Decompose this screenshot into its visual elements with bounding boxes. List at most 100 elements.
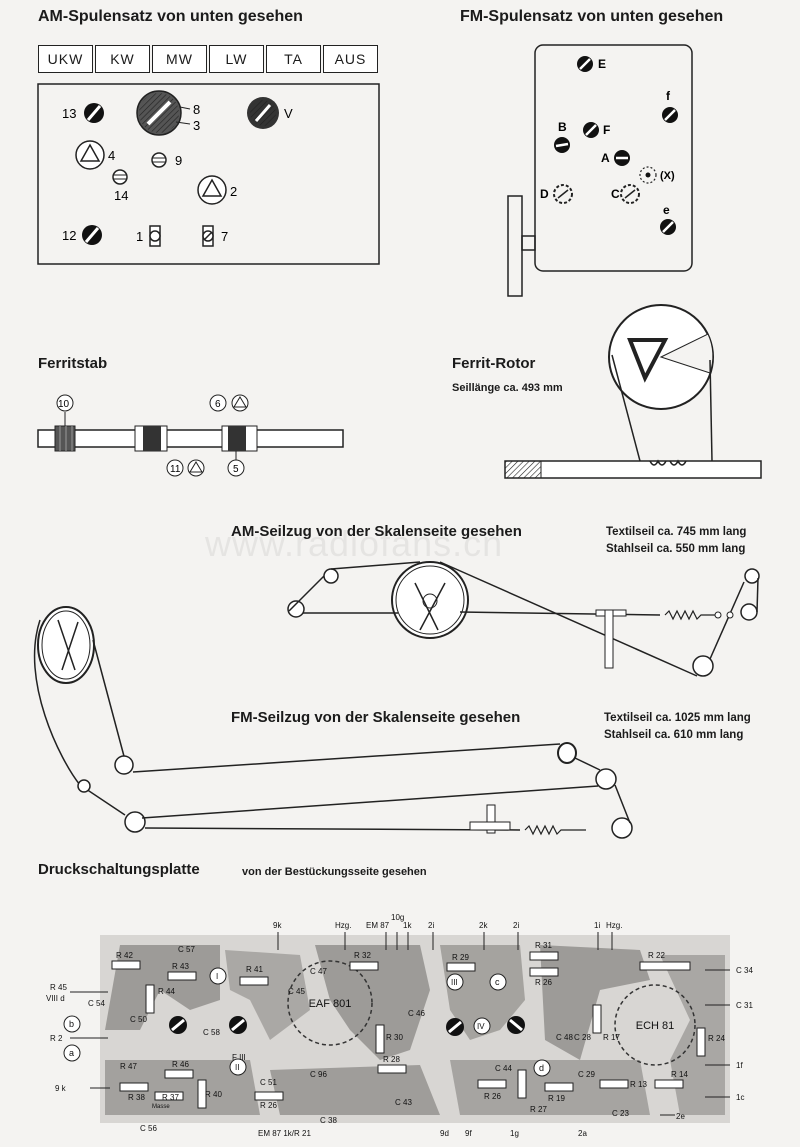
- band-button-mw[interactable]: MW: [152, 45, 207, 73]
- pcb-part-37: C 43: [395, 1098, 412, 1107]
- band-button-ukw[interactable]: UKW: [38, 45, 93, 73]
- pcb-trimmer-3[interactable]: [446, 1018, 464, 1036]
- fm-coil-d[interactable]: [553, 184, 573, 204]
- pcb-part-15: C 46: [408, 1009, 425, 1018]
- ferrite-rotor-cord-length: Seillänge ca. 493 mm: [452, 382, 563, 394]
- watermark: www.radiofans.cn: [205, 523, 504, 564]
- ferrite-rod-title: Ferritstab: [38, 355, 108, 372]
- coil-core-8[interactable]: [136, 90, 182, 136]
- am-dial-cord-lengths: Textilseil ca. 745 mm lang Stahlseil ca.…: [606, 524, 746, 558]
- pcb-title: Druckschaltungsplatte: [38, 861, 200, 878]
- pcb-left-label-3: 9 k: [55, 1084, 67, 1093]
- trimmer-2[interactable]: [197, 175, 227, 205]
- trimmer-1[interactable]: [149, 225, 161, 247]
- band-button-kw[interactable]: KW: [95, 45, 150, 73]
- pcb-part-36: C 38: [320, 1116, 337, 1125]
- pcb-trimmer-4[interactable]: [507, 1016, 525, 1034]
- pcb-circle-d: d: [539, 1063, 544, 1073]
- fm-label-A: A: [601, 151, 610, 165]
- fm-coil-c[interactable]: [620, 184, 640, 204]
- am-label-14: 14: [114, 188, 128, 203]
- fm-label-X: (X): [660, 170, 675, 182]
- pcb-part-31: R 38: [128, 1093, 145, 1102]
- pcb-tube-ech81: ECH 81: [636, 1020, 675, 1032]
- pcb-top-label-3: 10g: [391, 913, 404, 922]
- fm-core-a[interactable]: [614, 150, 630, 166]
- fm-dial-cord-drawing: [33, 606, 633, 839]
- pcb-part-32: R 37: [162, 1093, 179, 1102]
- pcb-roman-4: IV: [477, 1022, 485, 1031]
- pcb-part-16: R 30: [386, 1033, 403, 1042]
- am-textile-cord-length: Textilseil ca. 745 mm lang: [606, 526, 747, 538]
- ferrite-label-5: 5: [233, 464, 239, 475]
- ferrite-trimmer-11[interactable]: [187, 459, 205, 477]
- am-coil-board: 13 8 3 V 4 9: [37, 83, 380, 265]
- pcb-part-24: R 26: [484, 1092, 501, 1101]
- pcb-part-29: R 47: [120, 1062, 137, 1071]
- pcb-trimmer-2[interactable]: [229, 1016, 247, 1034]
- fm-steel-cord-length: Stahlseil ca. 610 mm lang: [604, 729, 744, 741]
- pcb-bottom-label-5: 2e: [676, 1112, 685, 1121]
- fm-dial-cord-lengths: Textilseil ca. 1025 mm lang Stahlseil ca…: [604, 710, 751, 744]
- trimmer-4[interactable]: [75, 140, 105, 170]
- fm-core-e-upper[interactable]: [577, 56, 593, 72]
- band-button-ta[interactable]: TA: [266, 45, 321, 73]
- coil-core-v[interactable]: [247, 97, 279, 129]
- pcb-circle-c: c: [495, 977, 500, 987]
- fm-core-b[interactable]: [554, 137, 570, 153]
- am-label-8: 8: [193, 102, 200, 117]
- pcb-left-label-2: R 2: [50, 1034, 63, 1043]
- pcb-right-label-0: C 34: [736, 966, 753, 975]
- pcb-part-10: R 32: [354, 951, 371, 960]
- pcb-part-40: C 56: [140, 1124, 157, 1133]
- pcb-top-label-2: EM 87: [366, 921, 390, 930]
- pcb-part-35: R 26: [260, 1101, 277, 1110]
- pcb-left-label-0: R 45: [50, 983, 67, 992]
- pcb-top-label-0: 9k: [273, 921, 282, 930]
- pcb-part-8: C 45: [288, 987, 305, 996]
- pcb-bottom-label-1: 9d: [440, 1129, 449, 1138]
- band-button-lw[interactable]: LW: [209, 45, 264, 73]
- pcb-part-41: F III: [232, 1053, 246, 1062]
- fm-core-F[interactable]: [583, 122, 599, 138]
- coil-core-12[interactable]: [82, 225, 102, 245]
- trimmer-7[interactable]: [202, 225, 214, 247]
- pcb-part-25: R 19: [548, 1094, 565, 1103]
- ferrite-trimmer-6[interactable]: [231, 394, 249, 412]
- pcb-part-11: R 29: [452, 953, 469, 962]
- pcb-part-20: R 17: [603, 1033, 620, 1042]
- coil-9[interactable]: [151, 152, 167, 168]
- pcb-top-label-7: 2i: [513, 921, 519, 930]
- fm-label-B: B: [558, 120, 567, 134]
- pcb-part-34: C 51: [260, 1078, 277, 1087]
- ferrite-rotor-title: Ferrit-Rotor: [452, 355, 536, 372]
- pcb-trimmer-1[interactable]: [169, 1016, 187, 1034]
- pcb-part-4: C 54: [88, 999, 105, 1008]
- fm-textile-cord-length: Textilseil ca. 1025 mm lang: [604, 712, 751, 724]
- pcb-part-9: C 47: [310, 967, 327, 976]
- band-button-aus[interactable]: AUS: [323, 45, 378, 73]
- coil-core-13[interactable]: [84, 103, 104, 123]
- am-label-9: 9: [175, 153, 182, 168]
- pcb-roman-2: II: [235, 1063, 239, 1072]
- pcb-part-22: C 96: [310, 1070, 327, 1079]
- fm-coil-title: FM-Spulensatz von unten gesehen: [460, 8, 724, 25]
- coil-14[interactable]: [112, 169, 128, 185]
- pcb-circle-b: b: [69, 1019, 74, 1029]
- pcb-tube-eaf801: EAF 801: [309, 998, 352, 1010]
- am-label-12: 12: [62, 228, 76, 243]
- pcb-subtitle: von der Bestückungsseite gesehen: [242, 866, 427, 878]
- fm-core-e-lower[interactable]: [660, 219, 676, 235]
- pcb-top-label-6: 2k: [479, 921, 488, 930]
- am-coil-title: AM-Spulensatz von unten gesehen: [38, 8, 303, 25]
- ferrite-label-10: 10: [58, 399, 70, 410]
- pcb-circle-a: a: [69, 1048, 74, 1058]
- pcb-roman-1: I: [216, 972, 218, 981]
- fm-label-E: E: [598, 57, 606, 71]
- am-dial-cord-drawing: [287, 561, 760, 677]
- fm-core-f-lower[interactable]: [662, 107, 678, 123]
- fm-label-D: D: [540, 187, 549, 201]
- pcb-part-23: C 44: [495, 1064, 512, 1073]
- pcb-part-7: R 41: [246, 965, 263, 974]
- fm-test-point-x[interactable]: [639, 166, 657, 184]
